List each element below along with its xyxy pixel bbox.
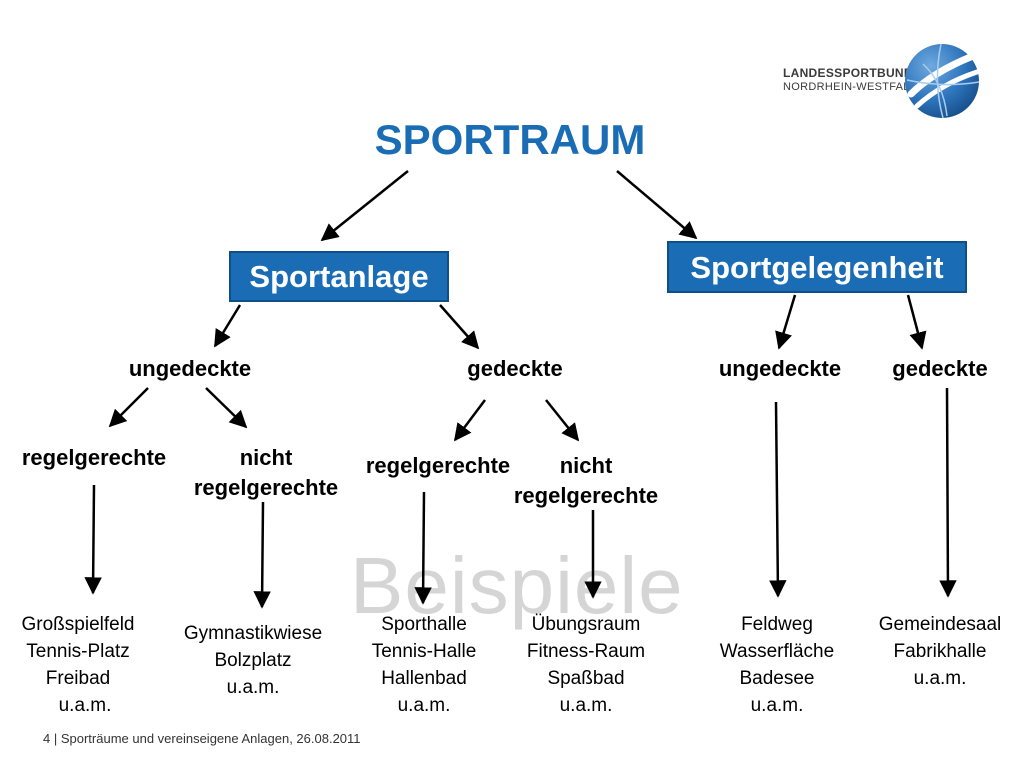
node-gedeckt-nicht-regelgerechte: nicht regelgerechte <box>496 451 676 511</box>
arrow-gelegenheit-ungedeckte <box>775 294 797 350</box>
node-gelegenheit-gedeckte: gedeckte <box>892 356 988 381</box>
example-item: Wasserfläche <box>719 641 835 662</box>
arrow-col5 <box>769 401 787 598</box>
arrow-col1 <box>84 484 102 595</box>
arrow-g-nicht <box>545 399 580 442</box>
arrow-gelegenheit-gedeckte <box>906 294 927 350</box>
node-line: nicht <box>239 445 293 470</box>
example-item: Fitness-Raum <box>526 641 646 662</box>
examples-col-4: Übungsraum Fitness-Raum Spaßbad u.a.m. <box>506 611 666 719</box>
arrow-u-regel <box>108 387 149 428</box>
globe-logo-icon <box>905 43 980 119</box>
example-item: Feldweg <box>741 614 813 635</box>
box-sportanlage: Sportanlage <box>229 251 449 302</box>
example-item: Fabrikhalle <box>893 641 987 662</box>
examples-col-3: Sporthalle Tennis-Halle Hallenbad u.a.m. <box>352 611 496 719</box>
node-ungedeckt-regelgerechte: regelgerechte <box>21 445 167 470</box>
logo-text: LANDESSPORTBUND NORDRHEIN-WESTFALEN <box>783 66 926 94</box>
arrow-g-regel <box>453 399 486 442</box>
watermark-text: Beispiele <box>350 541 684 630</box>
example-item: Badesee <box>739 668 815 689</box>
examples-col-6: Gemeindesaal Fabrikhalle u.a.m. <box>864 611 1016 692</box>
node-anlage-ungedeckte: ungedeckte <box>128 356 252 381</box>
arrow-col6 <box>939 387 957 598</box>
diagram-title: SPORTRAUM <box>374 116 646 163</box>
arrow-u-nicht <box>205 387 248 429</box>
logo-line-1: LANDESSPORTBUND <box>783 66 913 80</box>
example-item: Bolzplatz <box>214 650 292 671</box>
logo-line-2: NORDRHEIN-WESTFALEN <box>783 81 926 93</box>
box-sportgelegenheit: Sportgelegenheit <box>667 241 967 293</box>
example-item: Großspielfeld <box>21 614 135 635</box>
examples-col-2: Gymnastikwiese Bolzplatz u.a.m. <box>163 620 343 701</box>
arrow-title-gelegenheit <box>616 170 698 240</box>
example-item: Spaßbad <box>547 668 625 689</box>
example-item: Gymnastikwiese <box>183 623 323 644</box>
arrow-anlage-ungedeckte <box>213 304 242 348</box>
example-item: u.a.m. <box>58 695 112 716</box>
node-gedeckt-regelgerechte: regelgerechte <box>365 453 511 478</box>
example-item: Freibad <box>45 668 111 689</box>
node-gelegenheit-ungedeckte: ungedeckte <box>718 356 842 381</box>
arrow-title-anlage <box>320 170 409 242</box>
example-item: Gemeindesaal <box>878 614 1002 635</box>
arrow-anlage-gedeckte <box>439 304 480 350</box>
example-item: u.a.m. <box>397 695 451 716</box>
example-item: Tennis-Platz <box>26 641 130 662</box>
arrow-col2 <box>253 501 271 609</box>
node-ungedeckt-nicht-regelgerechte: nicht regelgerechte <box>176 443 356 503</box>
example-item: u.a.m. <box>226 677 280 698</box>
example-item: Übungsraum <box>531 614 641 635</box>
node-line: nicht <box>559 453 613 478</box>
example-item: Hallenbad <box>381 668 467 689</box>
node-line: regelgerechte <box>513 483 659 508</box>
node-anlage-gedeckte: gedeckte <box>467 356 563 381</box>
example-item: Sporthalle <box>381 614 467 635</box>
examples-col-5: Feldweg Wasserfläche Badesee u.a.m. <box>700 611 854 719</box>
footer-text: 4 | Sporträume und vereinseigene Anlagen… <box>43 731 361 746</box>
example-item: u.a.m. <box>750 695 804 716</box>
example-item: u.a.m. <box>559 695 613 716</box>
example-item: u.a.m. <box>913 668 967 689</box>
node-line: regelgerechte <box>193 475 339 500</box>
example-item: Tennis-Halle <box>371 641 477 662</box>
examples-col-1: Großspielfeld Tennis-Platz Freibad u.a.m… <box>3 611 153 719</box>
